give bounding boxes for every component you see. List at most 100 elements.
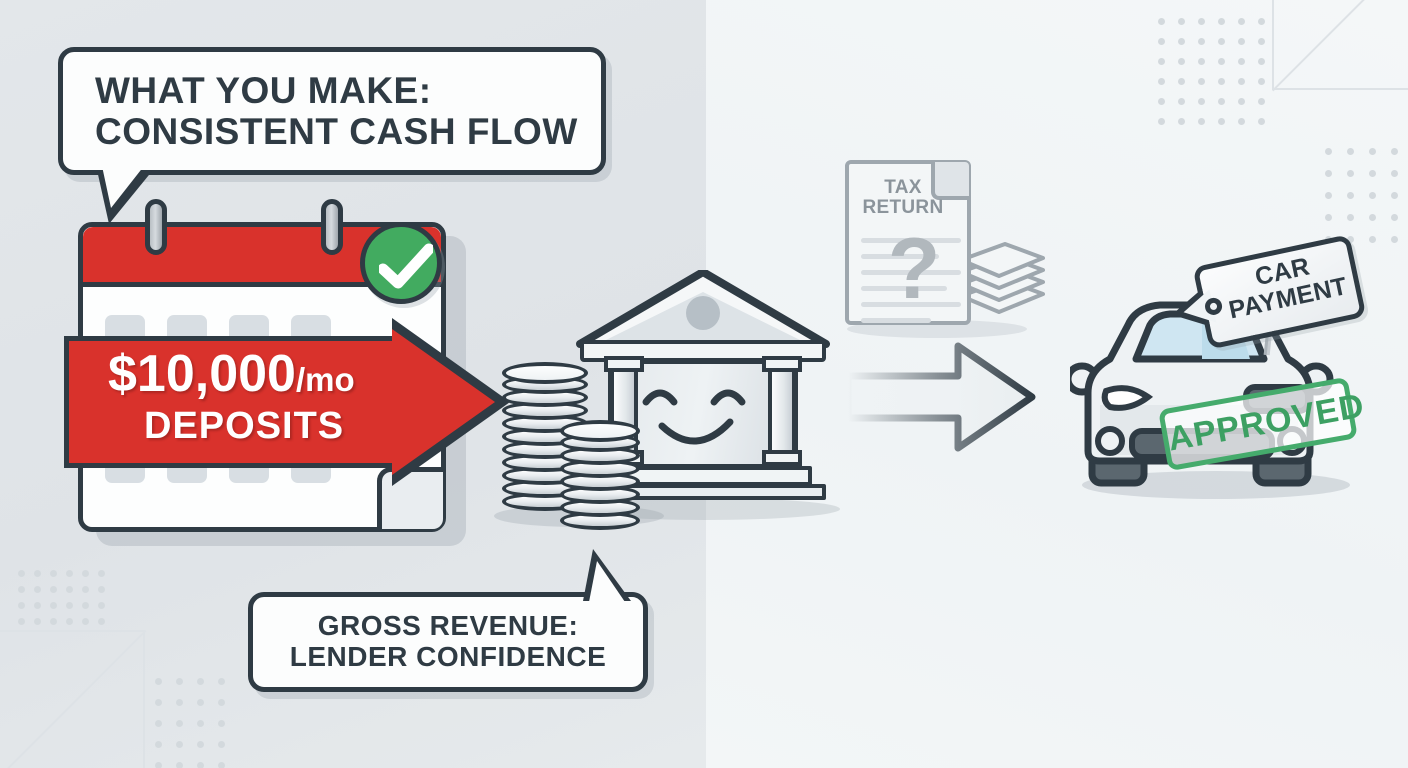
decorative-dot [34, 602, 41, 609]
decorative-dot [1391, 148, 1398, 155]
decorative-dot [82, 618, 89, 625]
document-text-line [861, 270, 961, 275]
decorative-dot [1391, 214, 1398, 221]
document-text-line [861, 302, 961, 307]
decorative-dot [1158, 58, 1165, 65]
decorative-dot [155, 699, 162, 706]
decorative-dot [176, 699, 183, 706]
decorative-dot [218, 720, 225, 727]
decorative-dot [98, 586, 105, 593]
decorative-dot [1258, 18, 1265, 25]
decorative-dot [1158, 38, 1165, 45]
decorative-square-outline [1272, 0, 1408, 90]
decorative-dot [1178, 78, 1185, 85]
decorative-dot [1178, 18, 1185, 25]
calendar-ring-right [321, 199, 343, 255]
decorative-dot [50, 570, 57, 577]
decorative-dot [1369, 148, 1376, 155]
decorative-dot [1391, 236, 1398, 243]
decorative-dot [1347, 214, 1354, 221]
document-text-lines [861, 238, 961, 334]
decorative-dot [1369, 192, 1376, 199]
decorative-dot [1178, 118, 1185, 125]
decorative-dot [155, 741, 162, 748]
decorative-dot [18, 602, 25, 609]
decorative-dot [218, 741, 225, 748]
callout-what-you-make: WHAT YOU MAKE: CONSISTENT CASH FLOW [58, 47, 606, 224]
decorative-dot [66, 618, 73, 625]
decorative-dot [1238, 58, 1245, 65]
bank-column-foot-right [762, 450, 802, 466]
question-mark-overlay: ? [887, 221, 941, 317]
decorative-dot [82, 570, 89, 577]
decorative-dot [1258, 78, 1265, 85]
callout-top-text: WHAT YOU MAKE: CONSISTENT CASH FLOW [63, 52, 601, 153]
callout-tail-fill [102, 166, 144, 208]
decorative-dot [197, 741, 204, 748]
decorative-dot [1218, 18, 1225, 25]
decorative-dot [18, 570, 25, 577]
decorative-dot [1238, 18, 1245, 25]
decorative-dot [82, 586, 89, 593]
deposits-arrow: $10,000/mo DEPOSITS [64, 318, 514, 486]
decorative-dot [1158, 118, 1165, 125]
decorative-dot [1218, 98, 1225, 105]
decorative-dot [1347, 148, 1354, 155]
check-circle-icon [360, 222, 442, 304]
document-title-line1: TAX [884, 177, 922, 198]
decorative-dot [155, 720, 162, 727]
coin [560, 420, 640, 442]
decorative-dot [176, 741, 183, 748]
decorative-dot [1258, 98, 1265, 105]
decorative-dot [18, 618, 25, 625]
decorative-dot [197, 762, 204, 768]
decorative-dot [1325, 192, 1332, 199]
decorative-dot [1198, 18, 1205, 25]
decorative-dot [1391, 192, 1398, 199]
decorative-dot [176, 678, 183, 685]
deposit-amount: $10,000/mo [108, 348, 408, 400]
decorative-dot [1238, 118, 1245, 125]
decorative-dot [197, 699, 204, 706]
decorative-dot [218, 762, 225, 768]
decorative-dot [1178, 38, 1185, 45]
deposit-period: /mo [295, 361, 355, 398]
callout-bottom-line1: GROSS REVENUE: [317, 610, 579, 641]
bank-column-cap-right [762, 356, 802, 372]
decorative-dot [1258, 118, 1265, 125]
tax-return-document: TAX RETURN ? [845, 160, 1045, 340]
callout-tail-fill [589, 561, 625, 602]
coin-stack-short [560, 420, 640, 535]
callout-bottom-line2: LENDER CONFIDENCE [289, 641, 607, 673]
decorative-dot-grid [1325, 148, 1405, 243]
decorative-dot [1218, 118, 1225, 125]
callout-bottom-text: GROSS REVENUE: LENDER CONFIDENCE [253, 597, 643, 673]
decorative-dot [50, 586, 57, 593]
deposit-label: DEPOSITS [144, 405, 345, 447]
decorative-dot [18, 586, 25, 593]
decorative-dot-grid [1158, 18, 1268, 128]
decorative-dot [1198, 38, 1205, 45]
decorative-dot [34, 570, 41, 577]
arrow-head-fill [392, 329, 495, 475]
decorative-dot [34, 618, 41, 625]
decorative-dot-grid [18, 570, 105, 626]
decorative-dot [1347, 192, 1354, 199]
decorative-dot [1238, 98, 1245, 105]
decorative-dot [1198, 78, 1205, 85]
decorative-dot [1347, 170, 1354, 177]
decorative-square-outline [0, 630, 145, 768]
decorative-dot [1369, 236, 1376, 243]
document-text-line [861, 238, 961, 243]
bank-building-icon [570, 270, 840, 520]
coin [502, 362, 588, 384]
bank-smiley-face [642, 389, 746, 445]
bank-medallion [686, 296, 720, 330]
decorative-dot [66, 570, 73, 577]
decorative-dot [176, 720, 183, 727]
document-page: TAX RETURN ? [845, 160, 971, 325]
decorative-dot [66, 602, 73, 609]
decorative-dot [1178, 58, 1185, 65]
decorative-dot [218, 678, 225, 685]
